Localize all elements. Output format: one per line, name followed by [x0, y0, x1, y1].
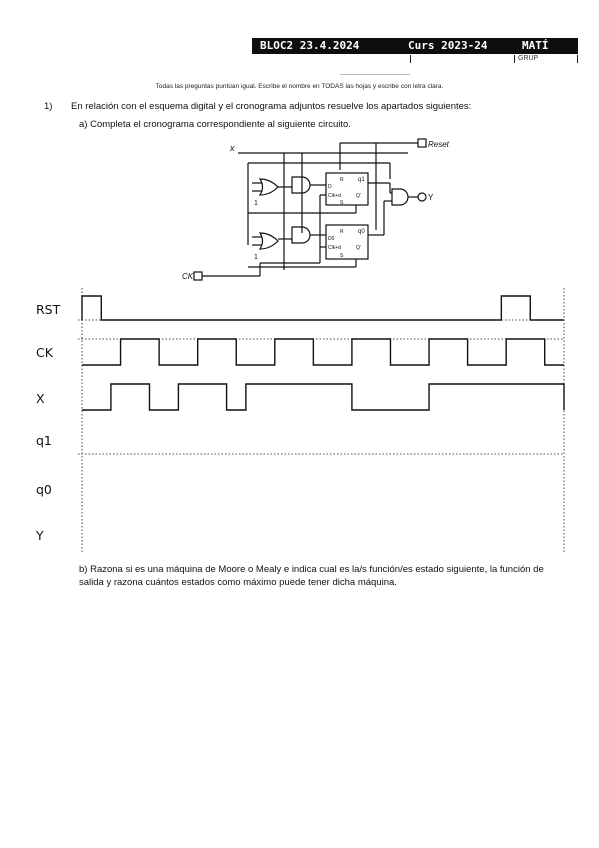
timing-diagram[interactable]: [78, 288, 568, 558]
ff0-d: D0: [328, 236, 335, 242]
header-course: Curs 2023-24: [408, 39, 488, 52]
header-subject: MATÍ: [522, 39, 549, 52]
header-group-label: GRUP: [518, 55, 539, 62]
waveform-rst: [81, 295, 564, 321]
ff1-clk: Clk+d: [328, 193, 341, 199]
reset-label: Reset: [428, 140, 450, 149]
ff1-d: D: [328, 184, 332, 190]
divider-line: [340, 74, 410, 75]
ff1-q-label: q1: [358, 177, 365, 183]
flip-flop-q1: [325, 172, 369, 206]
signal-label-q1: q1: [36, 433, 52, 448]
mux-select-label: 1: [254, 200, 258, 207]
waveform-x: [82, 383, 565, 411]
signal-label-x: X: [36, 391, 45, 406]
signal-label-rst: RST: [36, 302, 61, 317]
ff0-qn: Q': [356, 245, 361, 251]
question-part-a: a) Completa el cronograma correspondient…: [79, 119, 351, 130]
ff0-clk: Clk+d: [328, 245, 341, 251]
clock-input-box: [193, 271, 203, 281]
ff1-s: S: [340, 200, 344, 206]
or-gate-bottom: [258, 232, 279, 250]
output-and-gate: [391, 188, 409, 206]
exam-header-bar: BLOC2 23.4.2024 Curs 2023-24 MATÍ: [252, 38, 578, 54]
output-y-circle: [417, 192, 427, 202]
question-text: En relación con el esquema digital y el …: [71, 101, 472, 112]
flip-flop-q0: [325, 224, 369, 260]
ff1-qn: Q': [356, 193, 361, 199]
header-divider: [514, 55, 515, 63]
ff0-r: R: [340, 229, 344, 235]
ff0-s: S: [340, 253, 344, 259]
question-part-b: b) Razona si es una máquina de Moore o M…: [79, 564, 544, 588]
circuit-diagram: x Reset 1 R D Clk+d Q' S q1 Y 1 R D0 Clk…: [182, 138, 450, 281]
ff0-q-label: q0: [358, 229, 365, 235]
or-gate-top: [258, 178, 279, 196]
instructions: Todas las preguntas puntúan igual. Escri…: [155, 83, 444, 90]
header-divider: [410, 55, 411, 63]
signal-label-ck: CK: [36, 345, 53, 360]
reset-input-box: [417, 138, 427, 148]
question-number: 1): [44, 101, 53, 112]
input-x-label: x: [229, 143, 235, 153]
waveform-ck: [82, 338, 564, 366]
mux-select-label: 1: [254, 254, 258, 261]
and-gate-bottom: [291, 226, 311, 244]
clock-label: CK: [182, 272, 194, 281]
header-divider: [577, 55, 578, 63]
and-gate-top: [291, 176, 311, 194]
header-block: BLOC2 23.4.2024: [260, 39, 360, 52]
signal-label-y: Y: [36, 528, 44, 543]
output-y-label: Y: [428, 193, 434, 202]
ff1-r: R: [340, 177, 344, 183]
signal-label-q0: q0: [36, 482, 52, 497]
